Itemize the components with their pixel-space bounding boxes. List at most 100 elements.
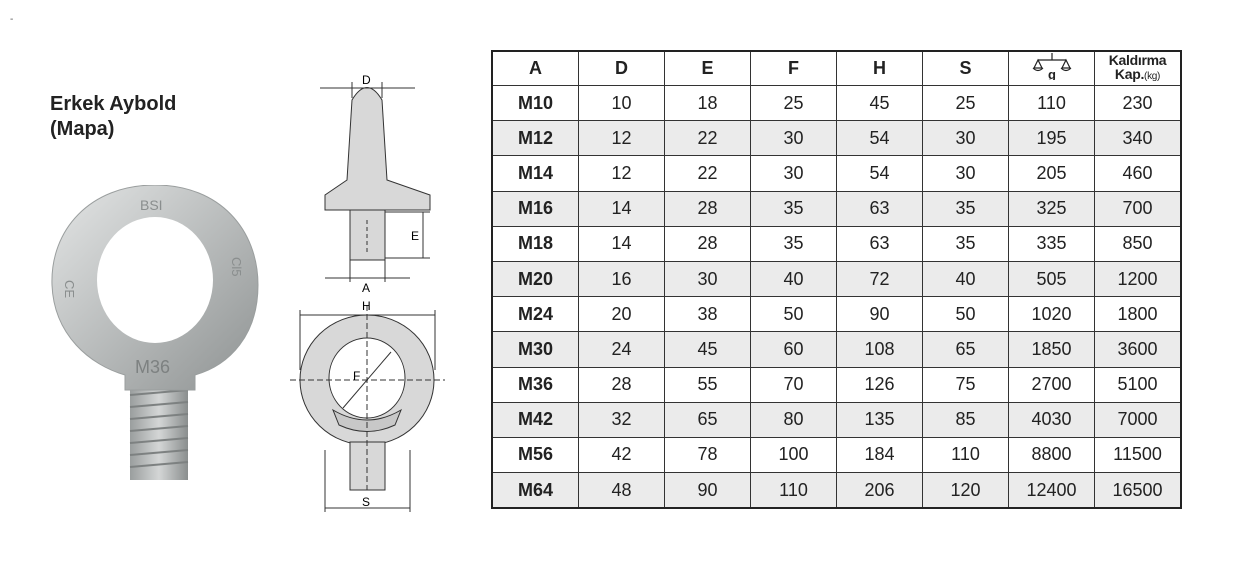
value-cell: 1200 [1094, 260, 1182, 298]
size-cell: M56 [491, 436, 579, 474]
value-cell: 110 [1008, 84, 1095, 122]
value-cell: 3600 [1094, 331, 1182, 368]
value-cell: 45 [836, 84, 923, 122]
label-d: D [362, 73, 371, 87]
col-header-f: F [750, 50, 837, 86]
value-cell: 40 [750, 260, 837, 298]
marking-size: M36 [135, 357, 170, 377]
value-cell: 54 [836, 155, 923, 192]
label-s: S [362, 495, 370, 509]
label-a: A [362, 281, 370, 295]
value-cell: 22 [664, 120, 751, 157]
value-cell: 32 [578, 401, 665, 438]
value-cell: 78 [664, 436, 751, 474]
corner-mark: - [10, 14, 14, 25]
value-cell: 42 [578, 436, 665, 474]
value-cell: 54 [836, 120, 923, 157]
value-cell: 40 [922, 260, 1009, 298]
value-cell: 505 [1008, 260, 1095, 298]
value-cell: 60 [750, 331, 837, 368]
value-cell: 120 [922, 472, 1009, 509]
size-cell: M24 [491, 296, 579, 333]
value-cell: 14 [578, 190, 665, 227]
value-cell: 22 [664, 155, 751, 192]
value-cell: 30 [664, 260, 751, 298]
size-cell: M16 [491, 190, 579, 227]
marking-ce: CE [62, 280, 77, 298]
title-line-1: Erkek Aybold [50, 93, 177, 115]
label-e: E [411, 229, 419, 243]
value-cell: 90 [836, 296, 923, 333]
value-cell: 63 [836, 225, 923, 262]
size-cell: M12 [491, 120, 579, 157]
value-cell: 11500 [1094, 436, 1182, 474]
value-cell: 24 [578, 331, 665, 368]
value-cell: 35 [750, 190, 837, 227]
col-header-e: E [664, 50, 751, 86]
title-line-2: (Mapa) [50, 118, 115, 140]
value-cell: 1020 [1008, 296, 1095, 333]
value-cell: 25 [750, 84, 837, 122]
value-cell: 55 [664, 366, 751, 403]
value-cell: 110 [922, 436, 1009, 474]
value-cell: 12 [578, 120, 665, 157]
value-cell: 460 [1094, 155, 1182, 192]
value-cell: 20 [578, 296, 665, 333]
value-cell: 18 [664, 84, 751, 122]
value-cell: 16500 [1094, 472, 1182, 509]
marking-class: Cl5 [229, 257, 244, 277]
size-cell: M30 [491, 331, 579, 368]
value-cell: 126 [836, 366, 923, 403]
value-cell: 135 [836, 401, 923, 438]
col-header-a: A [491, 50, 579, 86]
size-cell: M42 [491, 401, 579, 438]
value-cell: 4030 [1008, 401, 1095, 438]
value-cell: 65 [922, 331, 1009, 368]
value-cell: 45 [664, 331, 751, 368]
weight-unit: g [1048, 67, 1056, 80]
value-cell: 850 [1094, 225, 1182, 262]
value-cell: 35 [750, 225, 837, 262]
value-cell: 25 [922, 84, 1009, 122]
value-cell: 50 [750, 296, 837, 333]
value-cell: 50 [922, 296, 1009, 333]
value-cell: 28 [664, 190, 751, 227]
value-cell: 90 [664, 472, 751, 509]
value-cell: 184 [836, 436, 923, 474]
value-cell: 100 [750, 436, 837, 474]
value-cell: 335 [1008, 225, 1095, 262]
size-cell: M14 [491, 155, 579, 192]
value-cell: 325 [1008, 190, 1095, 227]
col-header-weight: g [1008, 50, 1095, 86]
value-cell: 230 [1094, 84, 1182, 122]
value-cell: 30 [750, 155, 837, 192]
value-cell: 48 [578, 472, 665, 509]
value-cell: 340 [1094, 120, 1182, 157]
value-cell: 8800 [1008, 436, 1095, 474]
label-h: H [362, 299, 371, 313]
size-cell: M20 [491, 260, 579, 298]
size-cell: M18 [491, 225, 579, 262]
size-cell: M64 [491, 472, 579, 509]
marking-bsi: BSI [140, 197, 163, 213]
scale-icon: g [1032, 53, 1071, 82]
value-cell: 80 [750, 401, 837, 438]
value-cell: 28 [664, 225, 751, 262]
col-header-capacity: Kaldırma Kap.(kg) [1094, 50, 1182, 86]
size-cell: M10 [491, 84, 579, 122]
value-cell: 205 [1008, 155, 1095, 192]
value-cell: 5100 [1094, 366, 1182, 403]
value-cell: 65 [664, 401, 751, 438]
value-cell: 1850 [1008, 331, 1095, 368]
col-header-s: S [922, 50, 1009, 86]
value-cell: 35 [922, 225, 1009, 262]
